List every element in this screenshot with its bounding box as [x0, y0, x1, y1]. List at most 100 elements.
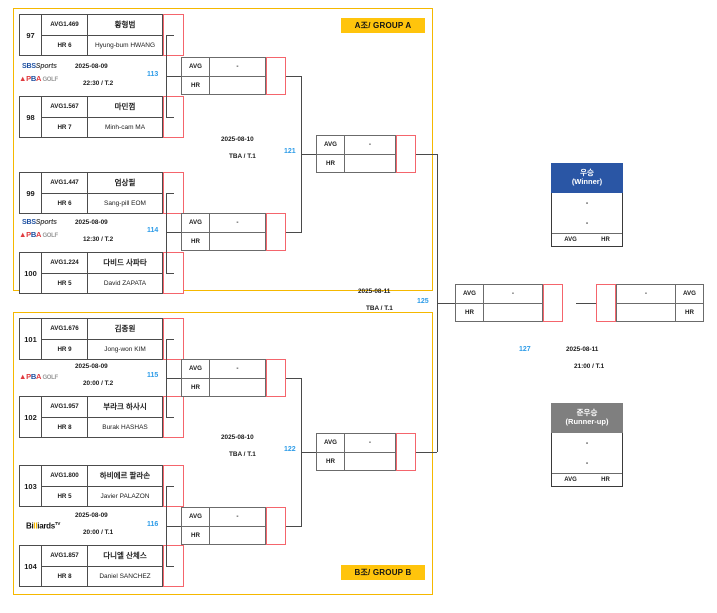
- match-number: 121: [284, 148, 296, 155]
- bracket-connector: [166, 486, 174, 487]
- player-card[interactable]: 101 AVG1.676 HR 9 김종원 Jong-won KIM: [19, 318, 184, 360]
- result-box[interactable]: AVG HR -: [181, 57, 286, 95]
- bracket-connector: [286, 232, 302, 233]
- hr-label: HR: [685, 308, 694, 316]
- avg-label: AVG: [317, 434, 344, 453]
- result-score: [266, 57, 286, 95]
- result-box[interactable]: AVG HR -: [181, 213, 286, 251]
- match-number: 125: [417, 298, 429, 305]
- result-box[interactable]: AVG HR -: [181, 359, 286, 397]
- player-avg: AVG1.676: [42, 319, 87, 340]
- avg-label: AVG: [182, 508, 209, 527]
- player-avg: AVG1.567: [42, 97, 87, 118]
- match-time: 20:00 / T.1: [83, 529, 114, 536]
- match-number: 127: [519, 346, 531, 353]
- winner-box: 우승 (Winner) - - AVG HR: [551, 163, 623, 247]
- avg-label: AVG: [182, 58, 209, 77]
- bracket-connector: [166, 339, 174, 340]
- avg-label: AVG: [676, 285, 703, 304]
- match-date: 2025-08-09: [75, 219, 108, 226]
- group-b-frame: [13, 312, 433, 595]
- group-b-tag: B조/ GROUP B: [341, 565, 425, 580]
- result-score: [266, 359, 286, 397]
- winner-slot-1: -: [585, 199, 589, 207]
- avg-value: -: [345, 136, 395, 155]
- player-avg: AVG1.800: [42, 466, 87, 487]
- player-card[interactable]: 100 AVG1.224 HR 5 다비드 사파타 David ZAPATA: [19, 252, 184, 294]
- hr-label: HR: [326, 159, 335, 167]
- player-card[interactable]: 97 AVG1.469 HR 6 황형범 Hyung-bum HWANG: [19, 14, 184, 56]
- bracket-connector: [166, 76, 182, 77]
- result-box[interactable]: AVG HR -: [316, 135, 416, 173]
- avg-label: AVG: [317, 136, 344, 155]
- player-name-en: Javier PALAZON: [100, 492, 150, 500]
- player-card[interactable]: 102 AVG1.957 HR 8 부라크 하사시 Burak HASHAS: [19, 396, 184, 438]
- avg-label: AVG: [456, 285, 483, 304]
- hr-value: [210, 379, 265, 397]
- hr-value: [210, 77, 265, 95]
- bracket-connector: [166, 526, 182, 527]
- bracket-connector: [166, 378, 182, 379]
- player-name-kr: 하비에르 팔라손: [88, 466, 162, 487]
- result-score: [266, 213, 286, 251]
- bracket-connector: [286, 378, 302, 379]
- result-score: [266, 507, 286, 545]
- final-left-box[interactable]: AVG HR -: [455, 284, 563, 322]
- match-date: 2025-08-11: [358, 288, 391, 295]
- group-a-frame: [13, 8, 433, 291]
- match-time: 21:00 / T.1: [574, 363, 605, 370]
- player-card[interactable]: 104 AVG1.857 HR 8 다니엘 산체스 Daniel SANCHEZ: [19, 545, 184, 587]
- player-avg: AVG1.447: [42, 173, 87, 194]
- player-hr: HR 8: [57, 572, 72, 580]
- match-time: 20:00 / T.2: [83, 380, 114, 387]
- player-seed: 97: [20, 15, 42, 55]
- final-right-box[interactable]: AVG HR -: [596, 284, 704, 322]
- match-number: 113: [147, 71, 159, 78]
- bracket-connector: [416, 154, 437, 155]
- winner-hr-label: HR: [601, 237, 610, 243]
- player-name-kr: 마민껌: [88, 97, 162, 118]
- match-time: 22:30 / T.2: [83, 80, 114, 87]
- match-date: 2025-08-10: [221, 434, 254, 441]
- player-name-en: David ZAPATA: [103, 279, 147, 287]
- player-name-en: Minh-cam MA: [104, 123, 146, 131]
- runnerup-slot-2: -: [585, 459, 589, 467]
- player-hr: HR 9: [57, 345, 72, 353]
- hr-label: HR: [191, 383, 200, 391]
- pba-golf-logo: ▲PBA GOLF: [19, 372, 58, 381]
- runnerup-avg-label: AVG: [564, 477, 577, 483]
- match-time: 12:30 / T.2: [83, 236, 114, 243]
- match-number: 122: [284, 446, 296, 453]
- player-name-kr: 김종원: [88, 319, 162, 340]
- sbs-sports-logo: SBSSports: [22, 219, 57, 226]
- bracket-connector: [166, 232, 182, 233]
- player-card[interactable]: 98 AVG1.567 HR 7 마민껌 Minh-cam MA: [19, 96, 184, 138]
- result-score: [396, 135, 416, 173]
- result-box[interactable]: AVG HR -: [316, 433, 416, 471]
- runnerup-title: 준우승 (Runner-up): [551, 403, 623, 433]
- runnerup-box: 준우승 (Runner-up) - - AVG HR: [551, 403, 623, 487]
- match-time: TBA / T.1: [229, 451, 256, 458]
- match-number: 115: [147, 372, 159, 379]
- match-time: TBA / T.1: [229, 153, 256, 160]
- player-card[interactable]: 103 AVG1.800 HR 5 하비에르 팔라손 Javier PALAZO…: [19, 465, 184, 507]
- avg-label: AVG: [182, 360, 209, 379]
- runnerup-hr-label: HR: [601, 477, 610, 483]
- avg-value: -: [345, 434, 395, 453]
- bracket-connector: [166, 417, 174, 418]
- player-name-en: Hyung-bum HWANG: [94, 41, 156, 49]
- player-avg: AVG1.224: [42, 253, 87, 274]
- bracket-connector: [301, 452, 317, 453]
- hr-label: HR: [465, 308, 474, 316]
- player-card[interactable]: 99 AVG1.447 HR 6 엄상필 Sang-pill EOM: [19, 172, 184, 214]
- player-hr: HR 6: [57, 41, 72, 49]
- player-hr: HR 5: [57, 279, 72, 287]
- player-avg: AVG1.957: [42, 397, 87, 418]
- result-score: [396, 433, 416, 471]
- match-number: 116: [147, 521, 159, 528]
- result-box[interactable]: AVG HR -: [181, 507, 286, 545]
- player-avg: AVG1.857: [42, 546, 87, 567]
- player-seed: 101: [20, 319, 42, 359]
- hr-value: [210, 527, 265, 545]
- player-seed: 104: [20, 546, 42, 586]
